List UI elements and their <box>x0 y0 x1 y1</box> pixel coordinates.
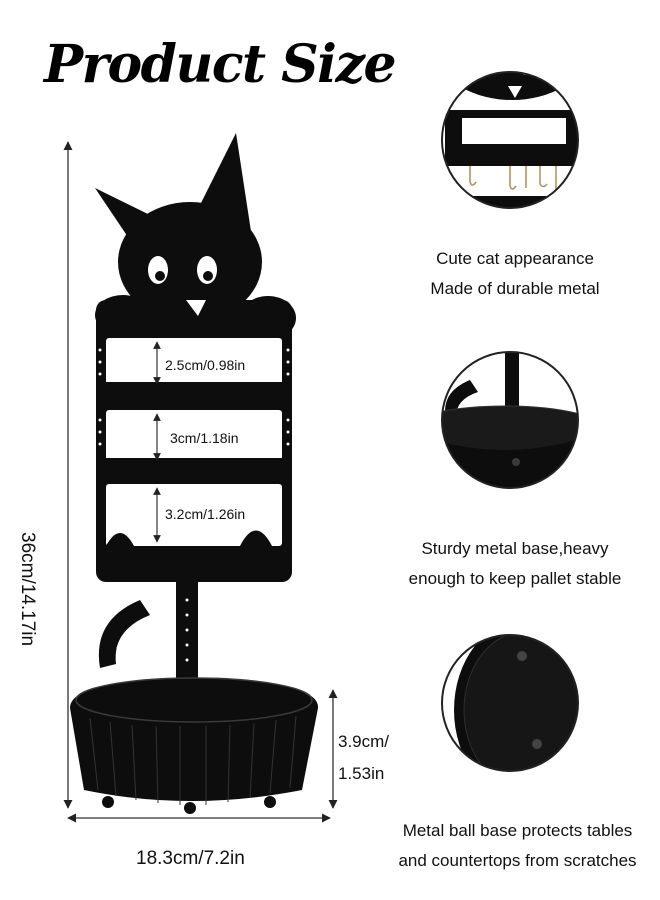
cutout-bottom <box>106 484 282 546</box>
feature-caption-line: Sturdy metal base,heavy <box>421 539 609 558</box>
feature-caption-line: enough to keep pallet stable <box>408 569 622 588</box>
feature-caption-metal-base: Sturdy metal base,heavy enough to keep p… <box>395 534 635 594</box>
page-title: Product Size <box>44 34 397 95</box>
feature-caption-line: Made of durable metal <box>430 279 600 298</box>
base-height-label-line1: 3.9cm/ <box>338 732 390 751</box>
gap-top-label: 2.5cm/0.98in <box>165 357 246 373</box>
base-height-label-line2: 1.53in <box>338 764 385 783</box>
jewelry-tray <box>70 678 319 801</box>
detail-circle-metal-base <box>441 351 579 489</box>
earring-holes <box>98 348 290 662</box>
width-dimension-label: 18.3cm/7.2in <box>136 848 245 869</box>
cat-jewelry-stand <box>70 133 319 814</box>
tray-flutes <box>89 715 297 805</box>
height-dimension-label: 36cm/14.17in <box>17 532 38 647</box>
gap-bottom-label: 3.2cm/1.26in <box>165 506 246 522</box>
detail-circle-cat-head <box>441 71 579 209</box>
feature-caption-line: and countertops from scratches <box>398 851 637 870</box>
tray-rim <box>75 677 313 723</box>
cutout-top <box>106 338 282 390</box>
feature-caption-cat-appearance: Cute cat appearance Made of durable meta… <box>395 244 635 304</box>
cutout-middle <box>106 410 282 466</box>
detail-circle-ball-base <box>441 634 579 772</box>
cat-nose <box>186 300 206 316</box>
panel-cutouts <box>106 338 282 546</box>
feature-caption-ball-base: Metal ball base protects tables and coun… <box>385 816 650 876</box>
feature-caption-line: Metal ball base protects tables <box>402 821 633 840</box>
cat-tail <box>98 600 150 668</box>
gap-middle-label: 3cm/1.18in <box>170 430 239 446</box>
earring-hooks <box>106 382 282 546</box>
cat-head <box>118 202 262 322</box>
feature-caption-line: Cute cat appearance <box>436 249 594 268</box>
